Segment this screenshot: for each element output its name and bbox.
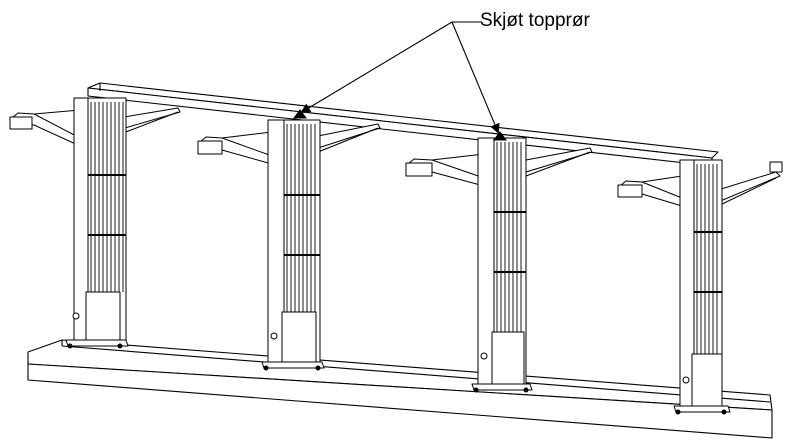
callout-arrow-right — [451, 21, 500, 134]
callout-label: Skjøt topprør — [480, 10, 590, 31]
base-block — [27, 339, 773, 439]
callout-leaders — [300, 21, 500, 134]
joint-marker-left — [293, 109, 307, 119]
column-4 — [617, 159, 783, 415]
joint-marker-right — [493, 131, 507, 141]
top-rail — [87, 82, 719, 167]
column-3 — [405, 137, 593, 393]
joint-markers — [293, 109, 507, 141]
column-2 — [197, 119, 381, 371]
column-1 — [9, 97, 181, 349]
callout-arrow-left — [300, 21, 453, 114]
